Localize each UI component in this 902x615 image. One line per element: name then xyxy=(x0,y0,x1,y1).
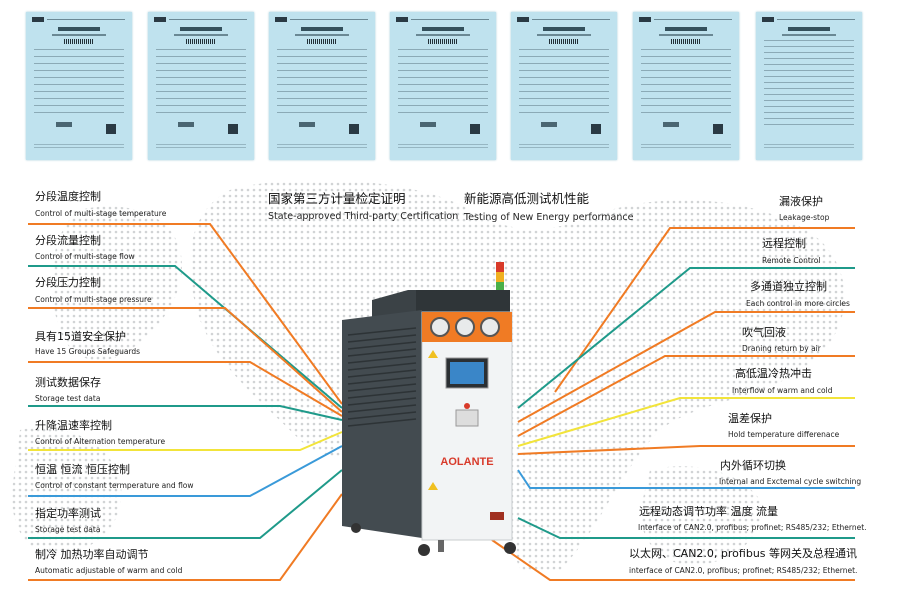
feature-right-8-zh: 远程动态调节功率 温度 流量 xyxy=(639,505,778,518)
calibration-certificate-5 xyxy=(511,12,617,160)
calibration-certificate-1 xyxy=(26,12,132,160)
feature-right-3-zh: 多通道独立控制 xyxy=(750,280,827,293)
feature-left-2-en: Control of multi-stage flow xyxy=(35,252,135,261)
leader-line-left-8 xyxy=(28,469,343,539)
feature-left-2-zh: 分段流量控制 xyxy=(35,234,101,247)
leader-line-right-2 xyxy=(517,267,855,409)
feature-right-5-zh: 高低温冷热冲击 xyxy=(735,367,812,380)
cert-heading-en: State-approved Third-party Certification xyxy=(268,211,459,222)
feature-right-3-en: Each control in more circles xyxy=(746,299,850,308)
feature-left-3-zh: 分段压力控制 xyxy=(35,276,101,289)
brand-logo: AOLANTE xyxy=(440,456,493,468)
leader-line-left-1 xyxy=(28,223,343,405)
feature-right-6-zh: 温差保护 xyxy=(728,412,772,425)
leader-line-right-7 xyxy=(517,469,855,489)
feature-right-1-zh: 漏液保护 xyxy=(779,195,823,208)
feature-right-9-en: interface of CAN2.0, profibus; profinet;… xyxy=(629,566,858,575)
chiller-machine: AOLANTE xyxy=(342,262,516,556)
feature-left-4-en: Have 15 Groups Safeguards xyxy=(35,347,141,356)
feature-right-7-zh: 内外循环切换 xyxy=(720,459,786,472)
leader-line-left-3 xyxy=(28,307,343,413)
feature-right-5-en: Interflow of warm and cold xyxy=(732,386,833,395)
leader-line-right-3 xyxy=(517,311,855,423)
feature-left-7-zh: 恒温 恒流 恒压控制 xyxy=(35,463,130,476)
leader-line-right-1 xyxy=(554,227,855,393)
feature-right-1-en: Leakage-stop xyxy=(779,213,830,222)
feature-right-4-zh: 吹气回液 xyxy=(742,326,786,339)
feature-left-5-zh: 测试数据保存 xyxy=(35,376,101,389)
leader-line-left-6 xyxy=(28,431,343,451)
calibration-certificate-3 xyxy=(269,12,375,160)
feature-left-9-zh: 制冷 加热功率自动调节 xyxy=(35,548,149,561)
feature-left-3-en: Control of multi-stage pressure xyxy=(35,295,152,304)
leader-line-right-6 xyxy=(517,445,855,455)
leader-line-left-4 xyxy=(28,361,343,417)
feature-left-6-en: Control of Alternation temperature xyxy=(35,437,166,446)
feature-right-4-en: Draning return by air xyxy=(742,344,821,353)
calibration-certificate-6 xyxy=(633,12,739,160)
feature-left-1-zh: 分段温度控制 xyxy=(35,190,101,203)
feature-right-2-en: Remote Control xyxy=(762,256,821,265)
leader-line-left-5 xyxy=(28,405,343,421)
feature-left-4-zh: 具有15道安全保护 xyxy=(35,330,126,343)
feature-left-9-en: Automatic adjustable of warm and cold xyxy=(35,566,183,575)
feature-left-1-en: Control of multi-stage temperature xyxy=(35,209,167,218)
calibration-certificate-2 xyxy=(148,12,254,160)
feature-right-6-en: Hold temperature differenace xyxy=(728,430,840,439)
leader-line-right-5 xyxy=(517,397,855,447)
feature-right-9-zh: 以太网、CAN2.0, profibus 等网关及总程通讯 xyxy=(629,547,858,560)
feature-left-8-zh: 指定功率测试 xyxy=(35,507,101,520)
leader-line-right-8 xyxy=(517,517,855,539)
perf-heading-en: Testing of New Energy performance xyxy=(464,212,634,223)
feature-right-2-zh: 远程控制 xyxy=(762,237,806,250)
feature-left-5-en: Storage test data xyxy=(35,394,101,403)
calibration-certificate-4 xyxy=(390,12,496,160)
feature-left-7-en: Control of constant termperature and flo… xyxy=(35,481,194,490)
perf-heading-zh: 新能源高低测试机性能 xyxy=(464,191,590,206)
feature-right-7-en: Internal and Exctemal cycle switching xyxy=(719,477,862,486)
feature-left-6-zh: 升降温速率控制 xyxy=(35,419,112,432)
feature-right-8-en: Interface of CAN2.0, profibus; profinet;… xyxy=(638,523,867,532)
world-map-background xyxy=(11,179,845,570)
cert-heading-zh: 国家第三方计量检定证明 xyxy=(268,191,406,206)
leader-line-left-2 xyxy=(28,265,343,409)
leader-line-left-7 xyxy=(28,445,343,497)
calibration-certificate-7 xyxy=(756,12,862,160)
feature-left-8-en: Storage test data xyxy=(35,525,101,534)
leader-line-left-9 xyxy=(28,493,343,581)
leader-line-right-4 xyxy=(517,355,855,437)
